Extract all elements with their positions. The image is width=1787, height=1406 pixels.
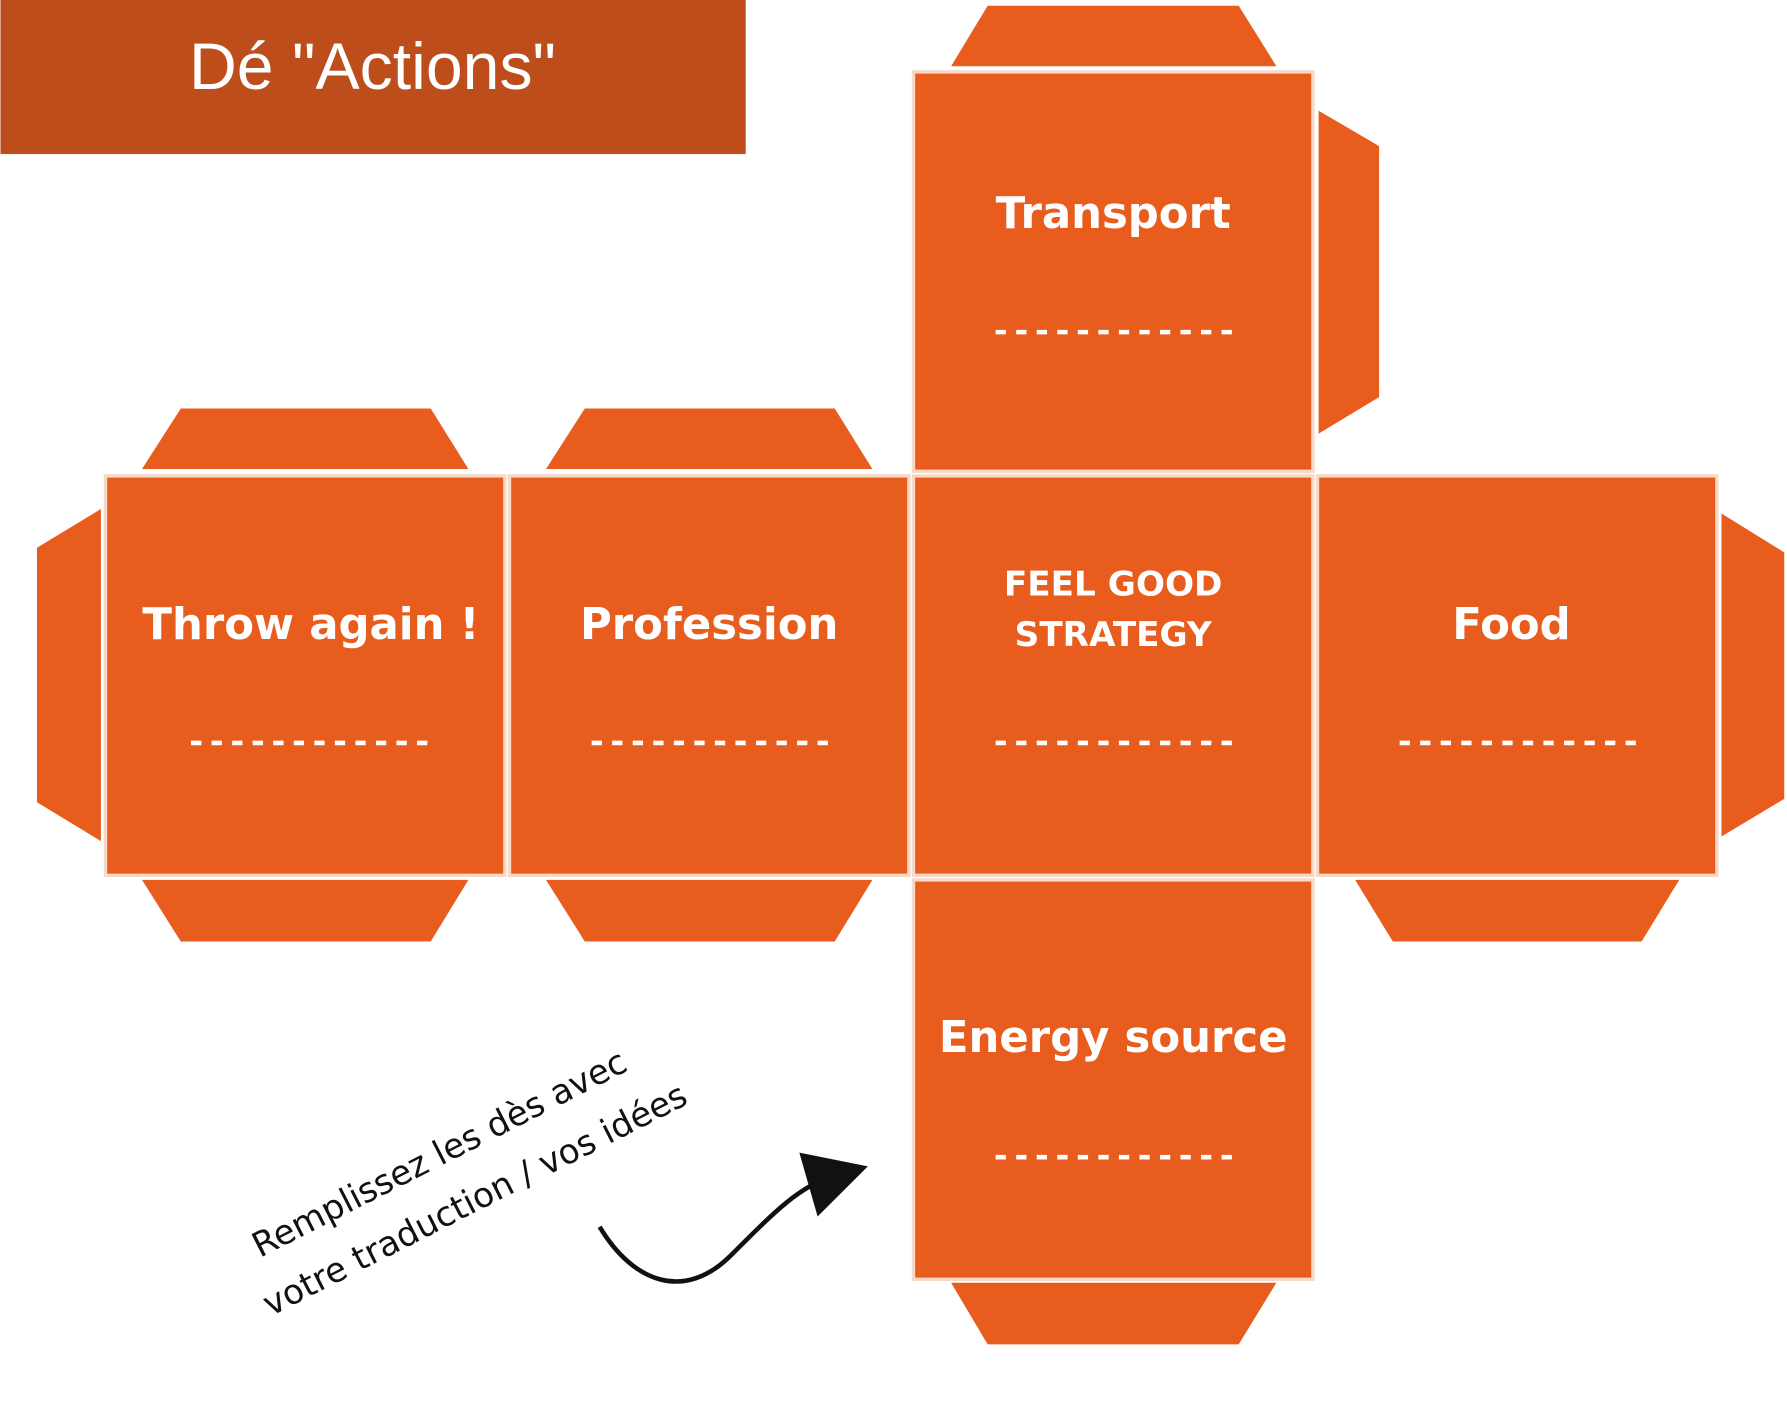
tab-bottom-energy [951,1282,1277,1345]
arrow-icon [597,1152,868,1284]
tab-bottom-food [1355,879,1680,942]
face-transport: Transport [911,70,1315,474]
svg-text:FEEL GOOD: FEEL GOOD [1004,565,1223,605]
tab-top-throw [141,408,469,470]
tab-left-throw [37,508,101,842]
face-feel-good-strategy: FEEL GOOD STRATEGY [911,474,1315,878]
face-energy-source: Energy source [911,878,1315,1282]
tab-right-food [1721,513,1785,837]
face-food: Food [1315,474,1719,878]
tab-bottom-profession [545,879,873,942]
svg-text:Profession: Profession [580,600,838,650]
tab-top-transport [951,5,1277,67]
tab-top-profession [545,408,873,470]
svg-text:Food: Food [1452,600,1570,650]
header-banner [0,0,746,155]
face-throw-again: Throw again ! [103,474,507,878]
svg-text:Transport: Transport [996,189,1231,239]
svg-text:Throw again !: Throw again ! [142,600,479,650]
instruction-note: Remplissez les dès avec votre traduction… [246,1042,694,1325]
tab-bottom-throw [141,879,469,942]
svg-text:STRATEGY: STRATEGY [1015,615,1213,655]
page-title: Dé "Actions" [189,30,556,104]
tab-right-transport [1318,110,1380,434]
face-profession: Profession [507,474,911,878]
svg-text:Energy source: Energy source [939,1013,1288,1063]
